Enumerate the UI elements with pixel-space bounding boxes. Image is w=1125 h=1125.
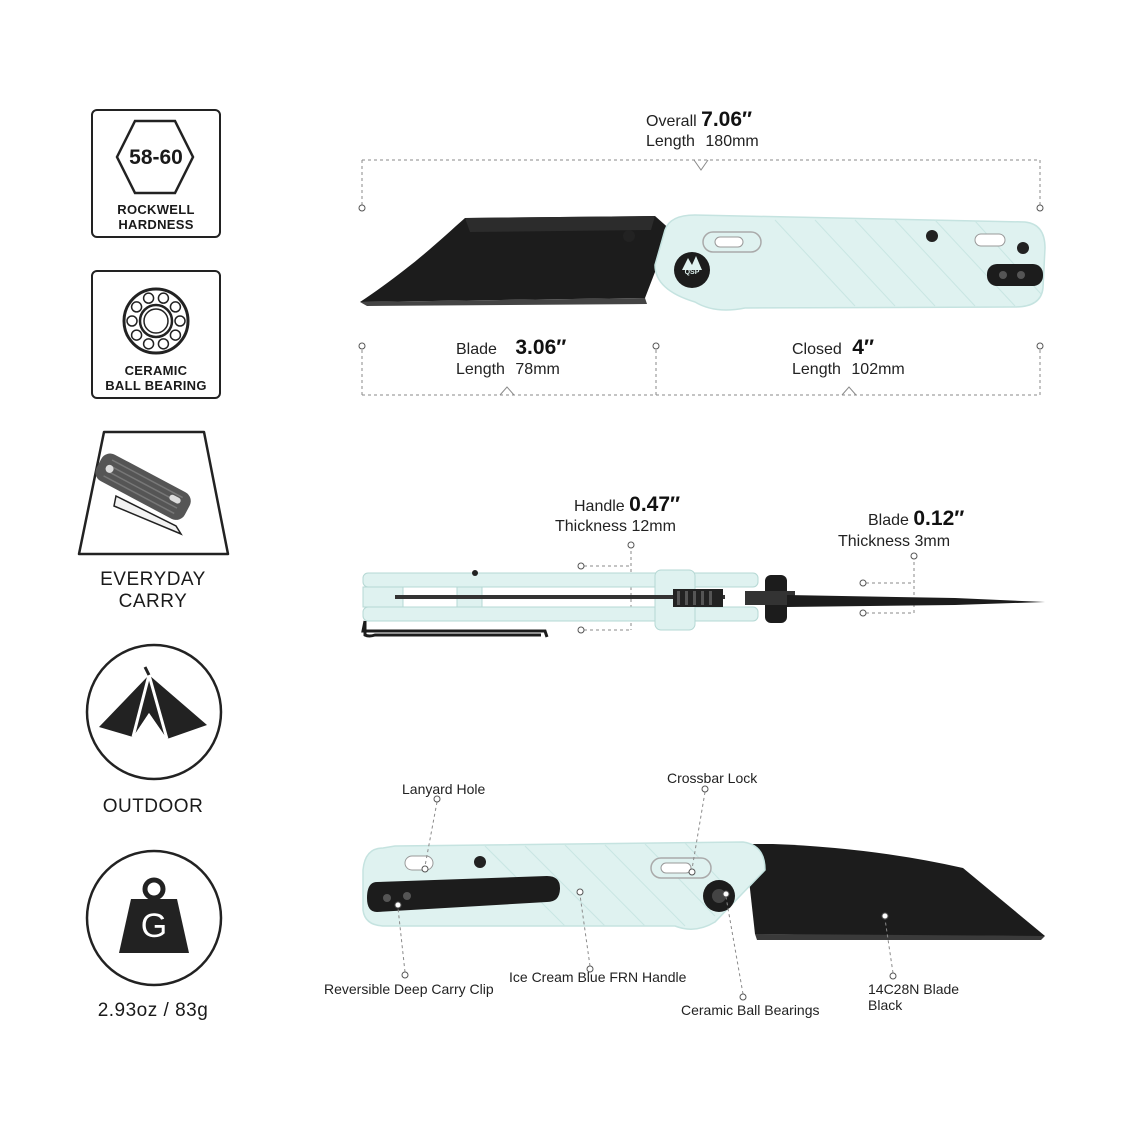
handle-thickness-label: Handle 0.47″ xyxy=(574,493,681,516)
hardness-badge: 58-60 ROCKWELL HARDNESS xyxy=(91,109,221,238)
closed-length-row-2: Length 102mm xyxy=(792,360,905,379)
handle-thickness-value: 0.47″ xyxy=(629,493,681,516)
callout-clip: Reversible Deep Carry Clip xyxy=(324,981,494,997)
overall-value: 7.06″ xyxy=(701,108,753,131)
overall-label-1: Overall xyxy=(646,113,697,130)
bearing-ball xyxy=(130,329,143,341)
bearing-ball xyxy=(157,292,170,304)
callout-blade-steel-2: Black xyxy=(868,997,903,1013)
bearing-ball xyxy=(130,301,143,313)
closed-length-label: Closed 4″ xyxy=(792,336,875,359)
closed-length-value: 4″ xyxy=(852,336,875,359)
bearing-badge: CERAMIC BALL BEARING xyxy=(91,270,221,399)
hardness-caption-2: HARDNESS xyxy=(118,217,194,232)
blade-thickness-label-1: Blade xyxy=(868,512,909,529)
edc-label-1: EVERYDAY xyxy=(100,569,206,590)
blade-thickness-value: 0.12″ xyxy=(913,507,965,530)
handle-thickness-label-1: Handle xyxy=(574,498,625,515)
closed-length-label-2: Length xyxy=(792,361,841,378)
knife-clip-side xyxy=(362,841,1045,940)
blade-thickness-label: Blade 0.12″ xyxy=(868,507,965,530)
callout-lanyard-hole: Lanyard Hole xyxy=(402,781,486,797)
overall-label-2-row: Length 180mm xyxy=(646,132,759,151)
bearing-ball xyxy=(126,315,138,327)
blade-length-label-1: Blade xyxy=(456,341,497,358)
callout-handle: Ice Cream Blue FRN Handle xyxy=(509,969,687,985)
handle-thickness-label-2: Thickness 12mm xyxy=(555,518,676,535)
callout-crossbar-lock: Crossbar Lock xyxy=(667,770,758,786)
overall-metric: 180mm xyxy=(705,133,759,150)
bearing-caption-2: BALL BEARING xyxy=(105,378,207,393)
hexagon-icon xyxy=(115,119,195,195)
callout-bearings: Ceramic Ball Bearings xyxy=(681,1002,820,1018)
knife-side-open xyxy=(360,214,1046,311)
bearing-ball xyxy=(157,338,170,350)
hardness-caption-1: ROCKWELL xyxy=(117,202,195,217)
bearing-ball xyxy=(142,292,155,304)
ball-bearing-icon xyxy=(122,287,190,355)
weight-letter: G xyxy=(140,907,168,945)
knife-pocket-icon xyxy=(77,430,230,556)
overall-label: Overall 7.06″ xyxy=(646,108,753,131)
blade-length-value: 3.06″ xyxy=(515,336,567,359)
edc-label-2: CARRY xyxy=(118,591,188,612)
blade-shape xyxy=(360,216,673,302)
hardness-value: 58-60 xyxy=(129,146,183,169)
weight-label: 2.93oz / 83g xyxy=(97,1000,209,1021)
blade-length-label-2: Length xyxy=(456,361,505,378)
bearing-ball xyxy=(174,315,186,327)
bearing-caption-1: CERAMIC xyxy=(124,363,188,378)
knife-spine-view xyxy=(361,569,1045,638)
outdoor-label: OUTDOOR xyxy=(102,796,204,817)
closed-length-label-1: Closed xyxy=(792,341,842,358)
weight-icon xyxy=(85,849,223,987)
closed-length-metric: 102mm xyxy=(851,361,905,378)
overall-label-2: Length xyxy=(646,133,695,150)
callout-blade-steel-1: 14C28N Blade xyxy=(868,981,960,997)
blade-thickness-label-2: Thickness 3mm xyxy=(838,533,951,550)
brand-logo-text: QSP xyxy=(684,269,700,276)
tent-icon xyxy=(85,643,223,781)
blade-length-label: Blade 3.06″ xyxy=(456,336,567,359)
bearing-ball xyxy=(169,301,182,313)
bearing-ball xyxy=(169,329,182,341)
bearing-ball xyxy=(142,338,155,350)
blade-length-row-2: Length 78mm xyxy=(456,360,560,379)
blade-length-metric: 78mm xyxy=(515,361,560,378)
